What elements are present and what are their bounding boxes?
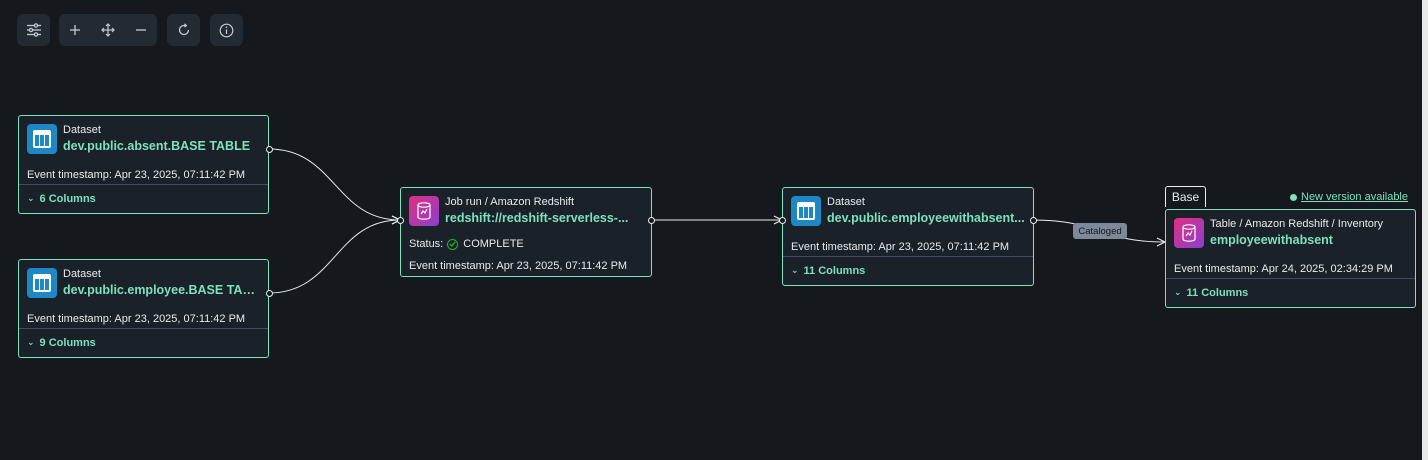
- chevron-down-icon: ⌄: [791, 264, 799, 275]
- chevron-down-icon: ⌄: [27, 336, 35, 347]
- node-name[interactable]: redshift://redshift-serverless-...: [445, 211, 629, 225]
- edge-employee-to-job: [268, 220, 400, 294]
- columns-count: 11 Columns: [1186, 287, 1249, 299]
- status-row: Status: COMPLETE: [401, 238, 651, 250]
- zoom-out-icon[interactable]: [124, 14, 157, 46]
- new-version-notice: New version available: [1290, 191, 1408, 203]
- event-timestamp: Event timestamp: Apr 24, 2025, 02:34:29 …: [1174, 262, 1393, 275]
- table-icon: [27, 268, 57, 298]
- node-dataset-employeewithabsent[interactable]: Dataset dev.public.employeewithabsent...…: [782, 187, 1034, 286]
- columns-toggle[interactable]: ⌄ 11 Columns: [1166, 279, 1415, 307]
- toolbar-info-group: [210, 14, 243, 46]
- tab-base[interactable]: Base: [1165, 186, 1206, 207]
- redshift-icon: [409, 196, 439, 226]
- toolbar-reset-group: [167, 14, 200, 46]
- node-type: Dataset: [827, 196, 865, 208]
- edge-absent-to-job: [268, 148, 400, 220]
- toolbar-settings-group: [17, 14, 50, 46]
- status-value: COMPLETE: [463, 238, 524, 250]
- toolbar-zoom-group: [59, 14, 157, 46]
- table-icon: [791, 196, 821, 226]
- event-timestamp: Event timestamp: Apr 23, 2025, 07:11:42 …: [409, 260, 628, 272]
- node-type: Dataset: [63, 124, 101, 136]
- chevron-down-icon: ⌄: [27, 192, 35, 203]
- node-name[interactable]: employeewithabsent: [1210, 233, 1333, 247]
- node-type: Job run / Amazon Redshift: [445, 196, 575, 208]
- zoom-in-icon[interactable]: [59, 14, 92, 46]
- node-dataset-employee[interactable]: Dataset dev.public.employee.BASE TABLE E…: [18, 259, 269, 358]
- columns-count: 6 Columns: [39, 193, 96, 205]
- event-timestamp: Event timestamp: Apr 23, 2025, 07:11:42 …: [27, 168, 246, 181]
- node-name[interactable]: dev.public.absent.BASE TABLE: [63, 139, 251, 153]
- columns-toggle[interactable]: ⌄ 6 Columns: [19, 185, 268, 213]
- settings-sliders-icon[interactable]: [17, 14, 50, 46]
- node-job-run[interactable]: Job run / Amazon Redshift redshift://red…: [400, 187, 652, 277]
- output-port[interactable]: [266, 146, 273, 153]
- node-type: Table / Amazon Redshift / Inventory: [1210, 218, 1384, 230]
- fit-view-icon[interactable]: [92, 14, 125, 46]
- redshift-icon: [1174, 218, 1204, 248]
- check-circle-icon: [447, 238, 459, 250]
- input-port[interactable]: [779, 217, 786, 224]
- columns-toggle[interactable]: ⌄ 9 Columns: [19, 329, 268, 357]
- node-type: Dataset: [63, 268, 101, 280]
- event-timestamp: Event timestamp: Apr 23, 2025, 07:11:42 …: [791, 240, 1010, 253]
- node-table-inventory[interactable]: Table / Amazon Redshift / Inventory empl…: [1165, 209, 1416, 308]
- node-dataset-absent[interactable]: Dataset dev.public.absent.BASE TABLE Eve…: [18, 115, 269, 214]
- edge-label-cataloged: Cataloged: [1073, 223, 1127, 239]
- table-icon: [27, 124, 57, 154]
- vertical-scrollbar[interactable]: [1422, 0, 1428, 460]
- event-timestamp: Event timestamp: Apr 23, 2025, 07:11:42 …: [27, 312, 246, 325]
- status-label: Status:: [409, 238, 444, 250]
- columns-toggle[interactable]: ⌄ 11 Columns: [783, 257, 1033, 285]
- output-port[interactable]: [648, 217, 655, 224]
- input-port[interactable]: [397, 217, 404, 224]
- status-dot-icon: [1290, 193, 1297, 201]
- info-icon[interactable]: [210, 14, 243, 46]
- output-port[interactable]: [266, 290, 273, 297]
- output-port[interactable]: [1030, 217, 1037, 224]
- node-name[interactable]: dev.public.employee.BASE TABLE: [63, 283, 263, 297]
- node-name[interactable]: dev.public.employeewithabsent...: [827, 211, 1025, 225]
- columns-count: 11 Columns: [803, 265, 866, 277]
- columns-count: 9 Columns: [39, 337, 96, 349]
- chevron-down-icon: ⌄: [1174, 286, 1182, 297]
- new-version-link[interactable]: New version available: [1301, 191, 1408, 203]
- reset-icon[interactable]: [167, 14, 200, 46]
